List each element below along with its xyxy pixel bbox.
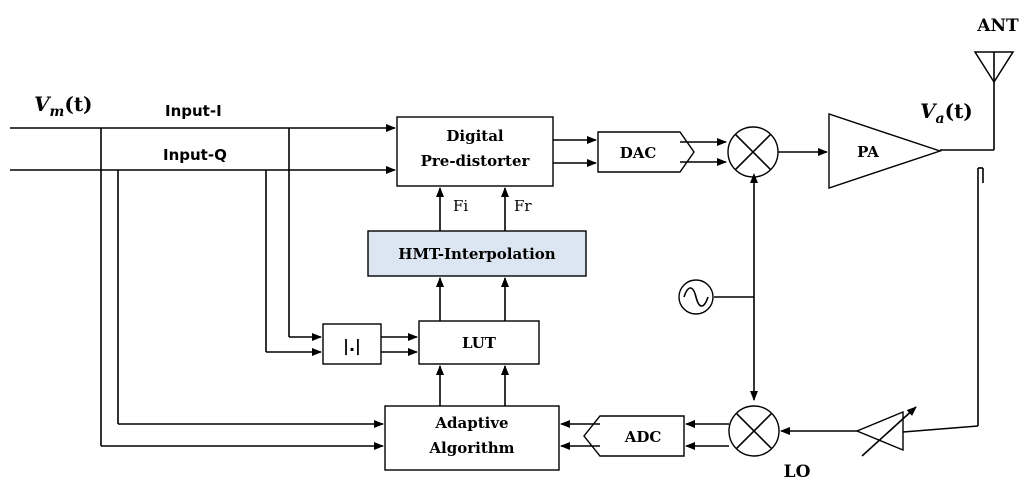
- pa-label: PA: [857, 143, 879, 161]
- dpd-label-line2: Pre-distorter: [421, 152, 531, 170]
- fr-label: Fr: [514, 197, 532, 215]
- adaptive-label-line2: Algorithm: [428, 439, 514, 457]
- variable-attenuator-icon: [855, 406, 917, 457]
- lo-label: LO: [784, 462, 811, 482]
- dac-label: DAC: [620, 144, 657, 162]
- input-q-label: Input-Q: [163, 146, 227, 164]
- ant-label: ANT: [976, 16, 1019, 36]
- input-i-label: Input-I: [165, 102, 222, 120]
- va-label: Va(t): [920, 99, 973, 127]
- downconversion-mixer-icon: [728, 405, 780, 457]
- dpd-label-line1: Digital: [446, 127, 504, 145]
- pa-block: [828, 113, 943, 189]
- lut-label: LUT: [462, 334, 497, 352]
- upconversion-mixer-icon: [727, 126, 779, 178]
- antenna-icon: [940, 51, 1015, 151]
- lut-block: [418, 320, 540, 365]
- hmt-interpolation-block: [367, 230, 587, 277]
- vm-label: Vm(t): [34, 92, 93, 120]
- oscillator-icon: [678, 279, 714, 315]
- fi-label: Fi: [453, 197, 468, 215]
- digital-predistorter-block: [396, 116, 554, 187]
- abs-label: |.|: [343, 336, 361, 356]
- adc-label: ADC: [624, 428, 662, 446]
- adaptive-label-line1: Adaptive: [434, 414, 508, 432]
- feedback-line-to-attenuator: [902, 425, 979, 433]
- abs-block: [322, 323, 382, 365]
- adaptive-algorithm-block: [384, 405, 560, 471]
- hmt-label: HMT-Interpolation: [398, 245, 556, 263]
